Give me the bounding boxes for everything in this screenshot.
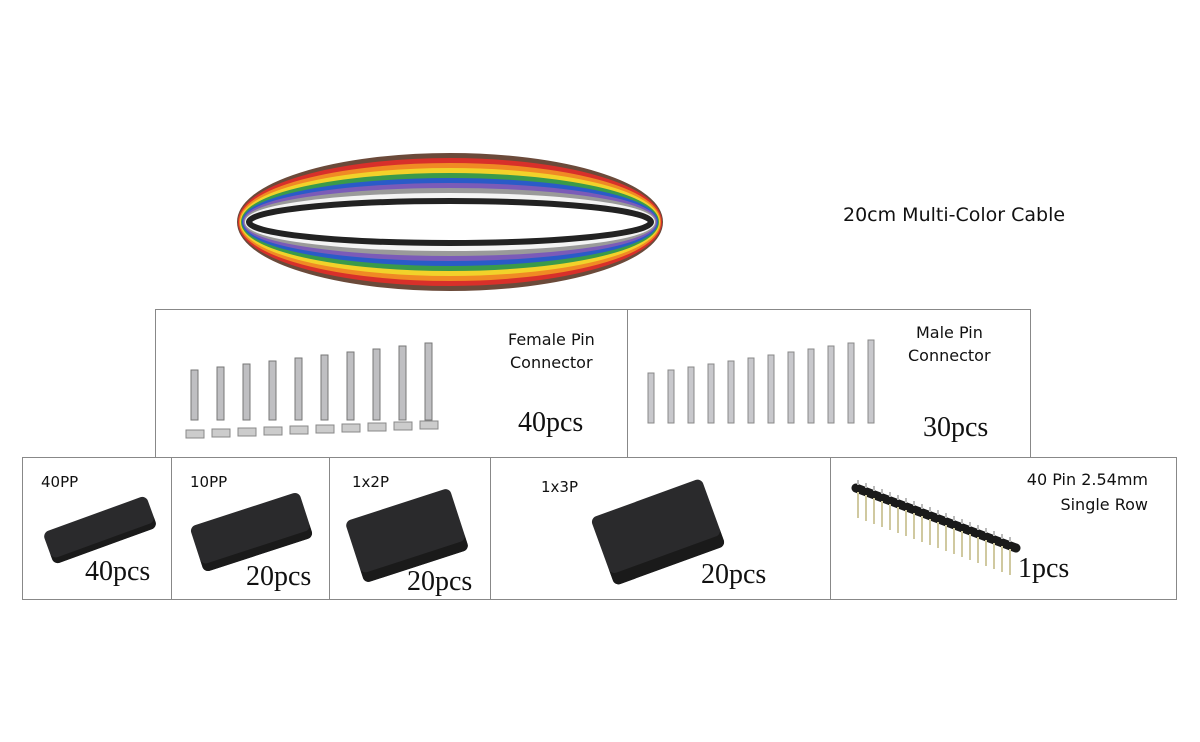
male-pin — [787, 351, 795, 424]
housing-image — [42, 495, 158, 565]
housing-count: 20pcs — [246, 561, 312, 592]
male-count: 30pcs — [923, 412, 989, 443]
female-title-2: Connector — [510, 353, 593, 372]
female-pin — [346, 351, 355, 421]
female-pin — [424, 342, 433, 421]
ribbon-cable-image — [237, 153, 663, 291]
housing-count: 20pcs — [701, 559, 767, 590]
cable-label: 20cm Multi-Color Cable — [843, 204, 1066, 226]
female-pin — [190, 369, 199, 421]
header-strip — [851, 483, 1021, 553]
female-pin — [372, 348, 381, 421]
header-title-2: Single Row — [1060, 495, 1148, 514]
male-pin — [647, 372, 655, 424]
cable-stripe — [246, 198, 654, 246]
female-pins-image — [185, 342, 439, 439]
housing-count: 20pcs — [407, 566, 473, 597]
female-pin — [294, 357, 303, 421]
housing-count: 40pcs — [85, 556, 151, 587]
housing-label: 1x2P — [352, 473, 390, 491]
female-pin — [268, 360, 277, 421]
female-pin — [320, 354, 329, 421]
housing-label: 10PP — [190, 473, 228, 491]
male-pin — [687, 366, 695, 424]
female-pin — [242, 363, 251, 421]
header-title-1: 40 Pin 2.54mm — [1026, 470, 1148, 489]
male-pin — [747, 357, 755, 424]
male-pin — [827, 345, 835, 424]
housing-panel-10pp: 10PP 20pcs — [171, 457, 331, 600]
pin-header-image — [851, 480, 1021, 575]
housing-label: 40PP — [41, 473, 79, 491]
male-pin — [707, 363, 715, 424]
male-title-1: Male Pin — [916, 323, 983, 342]
female-pin — [216, 366, 225, 421]
female-pin-panel: Female Pin Connector 40pcs — [155, 309, 629, 458]
housing-label: 1x3P — [541, 478, 579, 496]
male-pin — [807, 348, 815, 424]
male-pin-panel: Male Pin Connector 30pcs — [627, 309, 1031, 458]
housing-panel-40pp: 40PP 40pcs — [22, 457, 173, 600]
housing-panel-1x2p: 1x2P 20pcs — [329, 457, 492, 600]
pin-header-panel: 40 Pin 2.54mm Single Row 1pcs — [830, 457, 1177, 600]
housing-panel-1x3p: 1x3P 20pcs — [490, 457, 832, 600]
male-pin — [667, 369, 675, 424]
female-count: 40pcs — [518, 407, 584, 438]
male-pin — [847, 342, 855, 424]
header-count: 1pcs — [1018, 553, 1070, 584]
male-title-2: Connector — [908, 346, 991, 365]
male-pin — [767, 354, 775, 424]
male-pin — [867, 339, 875, 424]
female-title-1: Female Pin — [508, 330, 595, 349]
male-pin — [727, 360, 735, 424]
male-pins-image — [647, 339, 875, 424]
female-pin — [398, 345, 407, 421]
